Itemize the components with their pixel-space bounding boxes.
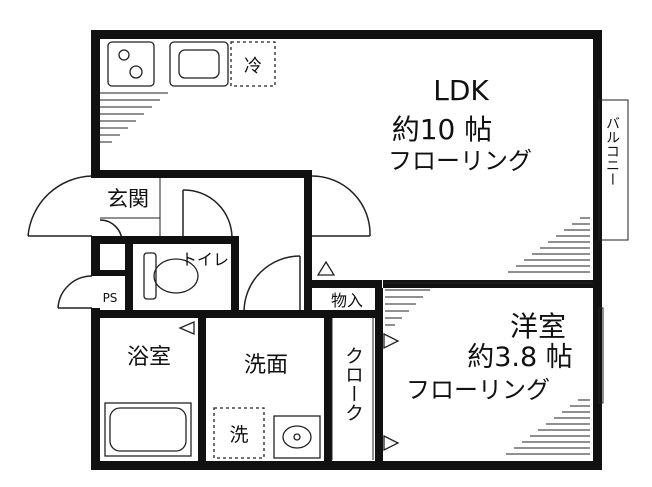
washer-label: 洗	[229, 424, 248, 446]
stove-icon	[107, 41, 155, 87]
bathtub-icon	[104, 402, 192, 457]
entrance-label: 玄関	[107, 187, 149, 211]
western-room-size: 約3.8 帖	[467, 342, 573, 373]
washroom-label: 洗面	[244, 353, 288, 378]
inner-lines	[100, 99, 629, 460]
washbasin-icon	[273, 415, 321, 459]
toilet-icon	[143, 252, 199, 300]
sink-icon	[169, 41, 229, 87]
walls	[91, 30, 602, 470]
storage-label: 物入	[331, 291, 363, 310]
western-room-floor: フローリング	[406, 376, 550, 404]
western-room-name: 洋室	[510, 310, 566, 343]
ldk-name: LDK	[433, 74, 489, 107]
ldk-size: 約10 帖	[392, 113, 493, 146]
door-markers	[178, 260, 400, 452]
closet-label: クローク	[342, 346, 364, 422]
fridge-label: 冷	[244, 56, 262, 77]
toilet-label: トイレ	[181, 250, 229, 269]
washer-icon: 洗	[213, 407, 265, 459]
bath-label: 浴室	[127, 345, 171, 370]
hatching	[100, 92, 590, 455]
ps-label: PS	[103, 291, 118, 305]
ldk-floor: フローリング	[388, 147, 532, 175]
fridge-icon: 冷	[230, 41, 276, 87]
balcony-label: バルコニー	[604, 116, 620, 186]
